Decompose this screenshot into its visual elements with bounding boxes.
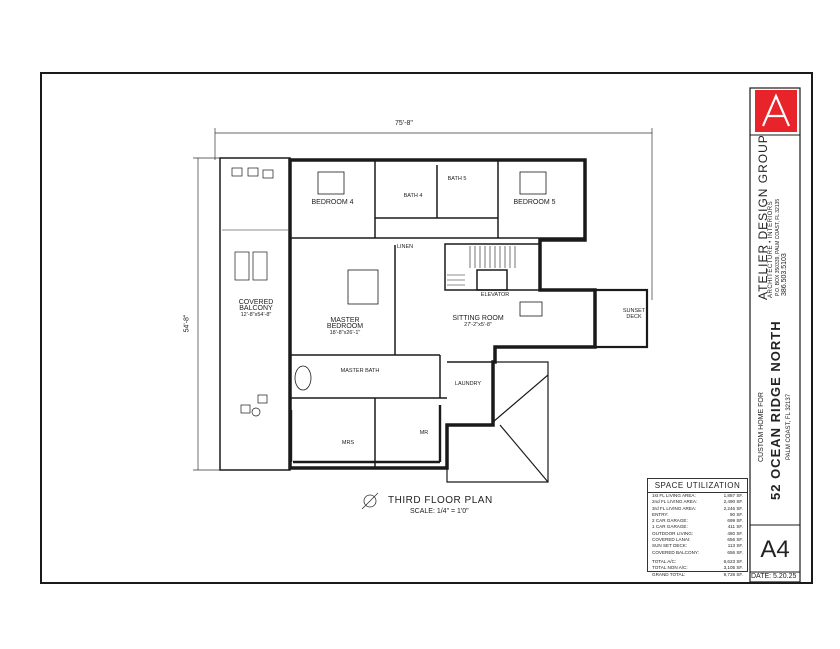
project-name: 52 OCEAN RIDGE NORTH	[768, 320, 783, 500]
space-utilization-label: 1 CAR GARAGE:	[652, 524, 688, 530]
watermark	[832, 318, 834, 327]
space-utilization-label: TOTAL A/C:	[652, 558, 677, 564]
space-utilization-value: 1,887 SF.	[723, 493, 743, 498]
room-label-bath-5: BATH 5	[447, 176, 467, 182]
space-utilization-label: ENTRY:	[652, 511, 669, 517]
sheet-number: A4	[760, 536, 790, 563]
space-utilization-value: 699 SF.	[727, 518, 743, 524]
space-utilization-label: GRAND TOTAL:	[652, 571, 686, 577]
space-utilization-row: 3rd FL LIVING AREA: 2,246 SF.	[648, 506, 747, 512]
space-utilization-row: 2nd FL LIVING AREA: 2,490 SF.	[648, 499, 747, 505]
space-utilization-value: 480 SF.	[727, 530, 743, 536]
drawing-date: DATE: 5.20.25	[751, 573, 797, 580]
plan-scale: SCALE: 1/4" = 1'0"	[410, 508, 469, 515]
overall-width-dimension: 75'-8"	[395, 120, 413, 127]
space-utilization-row: 1 CAR GARAGE: 411 SF.	[648, 524, 747, 530]
room-label-bedroom-4: BEDROOM 4	[311, 199, 354, 206]
space-utilization-table: SPACE UTILIZATION 1st FL LIVING AREA: 1,8…	[647, 478, 748, 577]
room-label-mrs-closet: MRS	[341, 440, 355, 446]
room-label-laundry: LAUNDRY	[454, 381, 482, 387]
space-utilization-value: 656 SF.	[727, 549, 743, 555]
space-utilization-value: 2,490 SF.	[723, 499, 743, 505]
overall-depth-dimension: 54'-8"	[183, 314, 191, 333]
room-label-bath-4: BATH 4	[403, 193, 423, 199]
space-utilization-value: 113 SF.	[727, 543, 743, 549]
firm-subtitle: ARCHITECTURE • INTERIORS	[768, 200, 774, 298]
space-utilization-value: 411 SF.	[727, 524, 743, 530]
room-label-linen: LINEN	[396, 244, 414, 250]
space-utilization-row: OUTDOOR LIVING: 480 SF.	[648, 531, 747, 537]
custom-home-label: CUSTOM HOME FOR	[758, 392, 765, 462]
space-utilization-row: COVERED LANAI: 656 SF.	[648, 537, 747, 543]
space-utilization-row: TOTAL A/C: 6,623 SF.	[648, 559, 747, 565]
room-label-mr-closet: MR	[419, 430, 429, 436]
space-utilization-row: SUN SET DECK: 113 SF.	[648, 543, 747, 549]
space-utilization-label: SUN SET DECK:	[652, 543, 688, 549]
space-utilization-value: 2,246 SF.	[723, 505, 743, 511]
room-label-elevator: ELEVATOR	[480, 292, 510, 298]
space-utilization-label: COVERED LANAI:	[652, 537, 691, 543]
space-utilization-label: 3rd FL LIVING AREA:	[652, 505, 697, 511]
project-city: PALM COAST, FL 32137	[786, 393, 792, 460]
space-utilization-label: OUTDOOR LIVING:	[652, 530, 694, 536]
space-utilization-row: GRAND TOTAL: 9,728 SF.	[648, 572, 747, 578]
space-utilization-value: 90 SF.	[729, 511, 743, 517]
space-utilization-label: 2 CAR GARAGE:	[652, 518, 688, 524]
space-utilization-title: SPACE UTILIZATION	[648, 479, 747, 493]
space-utilization-label: 1st FL LIVING AREA:	[652, 493, 696, 498]
room-label-bedroom-5: BEDROOM 5	[513, 199, 556, 206]
space-utilization-row: 2 CAR GARAGE: 699 SF.	[648, 518, 747, 524]
space-utilization-value: 6,623 SF.	[723, 558, 743, 564]
plan-title: THIRD FLOOR PLAN	[388, 495, 493, 506]
space-utilization-label: COVERED BALCONY:	[652, 549, 699, 555]
room-label-sunset-deck: SUNSET DECK	[622, 308, 646, 320]
space-utilization-label: 2nd FL LIVING AREA:	[652, 499, 698, 505]
space-utilization-row: 1st FL LIVING AREA: 1,887 SF.	[648, 493, 747, 499]
space-utilization-value: 656 SF.	[727, 537, 743, 543]
space-utilization-row: TOTAL NON A/C: 3,105 SF.	[648, 565, 747, 571]
space-utilization-rows: 1st FL LIVING AREA:1,887 SF.2nd FL LIVIN…	[648, 493, 747, 578]
firm-phone: 386.503.5103	[781, 253, 788, 296]
space-utilization-row: COVERED BALCONY: 656 SF.	[648, 550, 747, 556]
room-label-master-bath: MASTER BATH	[340, 368, 380, 374]
space-utilization-label: TOTAL NON A/C:	[652, 565, 688, 571]
space-utilization-value: 3,105 SF.	[723, 565, 743, 571]
space-utilization-row: ENTRY: 90 SF.	[648, 512, 747, 518]
space-utilization-value: 9,728 SF.	[723, 571, 743, 577]
drawing-sheet-border	[40, 72, 813, 584]
